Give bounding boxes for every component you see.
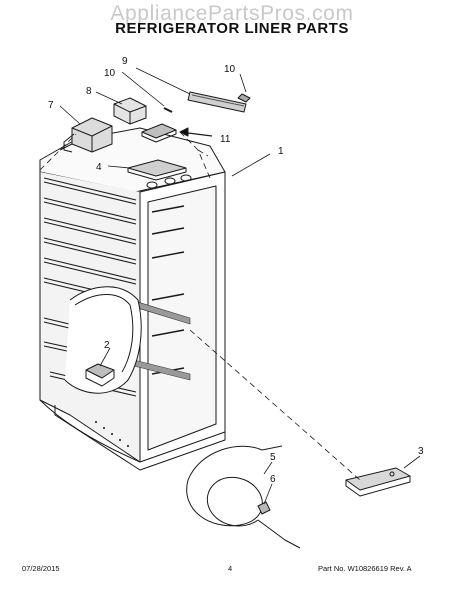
- callout-8: 8: [86, 86, 92, 97]
- footer-page: 4: [228, 564, 233, 573]
- leader-8: [95, 91, 123, 105]
- leader-9: [135, 67, 191, 95]
- part-4-panel: [127, 159, 187, 181]
- callout-10-left: 10: [104, 68, 116, 79]
- part-8-bracket: [113, 97, 147, 125]
- callout-3: 3: [418, 446, 424, 457]
- part-6-clip: [257, 501, 271, 515]
- leader-1: [231, 153, 271, 177]
- liner-body: [39, 127, 226, 471]
- leader-6: [263, 483, 273, 505]
- leader-5: [263, 461, 273, 475]
- watermark: AppliancePartsPros.com: [110, 2, 354, 25]
- part-9-strip: [187, 91, 247, 113]
- callout-9: 9: [122, 56, 128, 67]
- leader-3: [403, 455, 421, 469]
- dashed-3: [189, 329, 361, 481]
- part-11-module: [141, 123, 177, 143]
- leader-2: [99, 347, 111, 367]
- footer-date: 07/28/2015: [22, 564, 60, 573]
- part-2-bracket: [85, 363, 115, 387]
- callout-10-right: 10: [224, 64, 236, 75]
- callout-2: 2: [104, 340, 110, 351]
- part-3-guide: [345, 467, 411, 497]
- part-5-tubing: [186, 445, 301, 549]
- part-10-screw-right: [237, 93, 251, 103]
- callout-7: 7: [48, 100, 54, 111]
- leader-10l: [121, 71, 165, 107]
- callout-4: 4: [96, 162, 102, 173]
- leader-4: [107, 165, 131, 169]
- arrow-11: [179, 127, 213, 137]
- callout-11: 11: [220, 134, 231, 145]
- part-10-screw-left: [163, 107, 173, 113]
- callout-5: 5: [270, 452, 276, 463]
- page-title: REFRIGERATOR LINER PARTS: [115, 20, 349, 37]
- leader-10r: [239, 73, 247, 93]
- leader-7: [59, 105, 81, 125]
- footer-part-no: Part No. W10826619 Rev. A: [318, 564, 412, 573]
- callout-1: 1: [278, 146, 284, 157]
- callout-6: 6: [270, 474, 276, 485]
